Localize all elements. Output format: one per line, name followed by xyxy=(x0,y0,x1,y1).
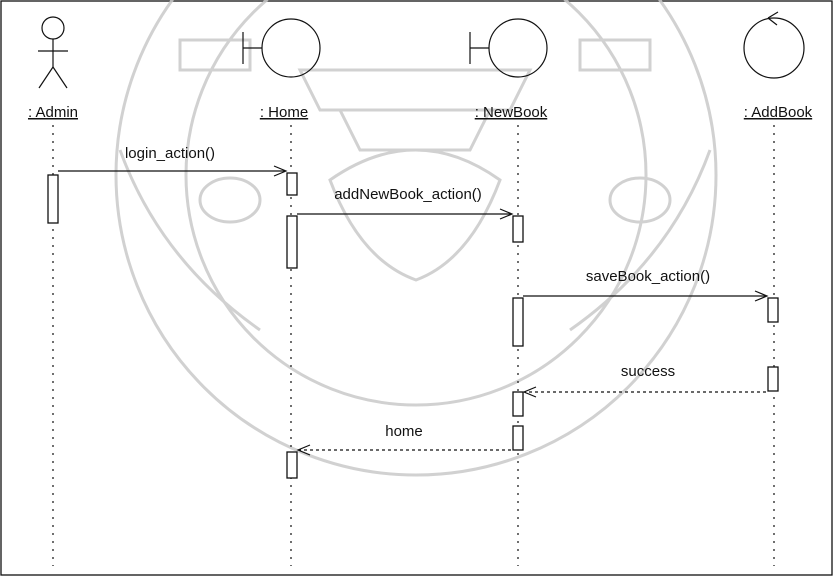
message-label: addNewBook_action() xyxy=(334,186,482,203)
newbook-activation-2 xyxy=(513,298,523,346)
participant-label-addbook: : AddBook xyxy=(744,104,813,121)
message-label: home xyxy=(385,423,423,440)
participant-label-home: : Home xyxy=(260,104,308,121)
message-label: login_action() xyxy=(125,145,215,162)
admin-activation xyxy=(48,175,58,223)
newbook-activation-3 xyxy=(513,392,523,416)
participant-label-admin: : Admin xyxy=(28,104,78,121)
home-activation-3 xyxy=(287,452,297,478)
addbook-activation-2 xyxy=(768,367,778,391)
home-activation-1 xyxy=(287,173,297,195)
participant-label-newbook: : NewBook xyxy=(475,104,548,121)
addbook-activation-1 xyxy=(768,298,778,322)
newbook-activation-4 xyxy=(513,426,523,450)
newbook-activation-1 xyxy=(513,216,523,242)
message-label: success xyxy=(621,363,675,380)
home-activation-2 xyxy=(287,216,297,268)
message-label: saveBook_action() xyxy=(586,268,710,285)
